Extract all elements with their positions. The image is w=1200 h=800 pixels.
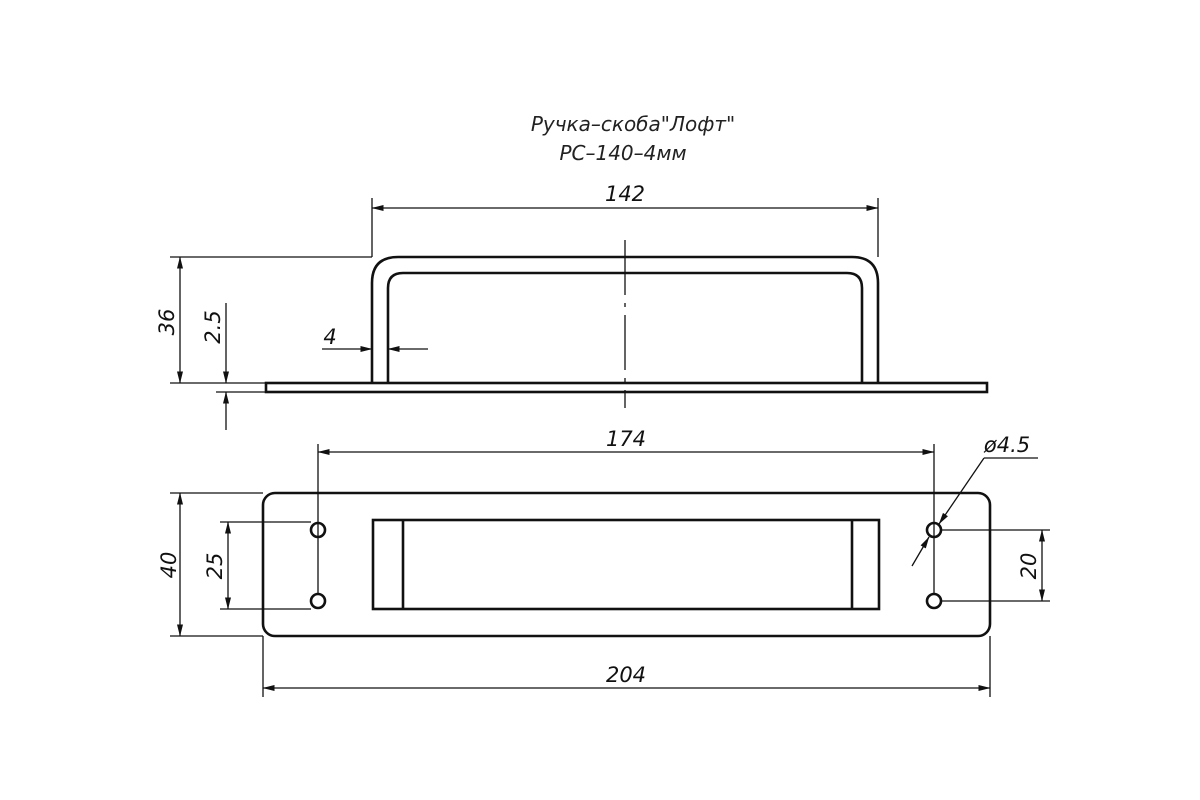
dim-2-5-label: 2.5 xyxy=(201,310,225,343)
mount-hole-bottom-left xyxy=(309,592,327,610)
handle-slot-outline xyxy=(371,518,881,611)
dim-20-label: 20 xyxy=(1017,553,1041,580)
side-view: 142 36 2.5 4 xyxy=(155,182,989,430)
top-base-plate xyxy=(261,491,992,638)
dim-204-label: 204 xyxy=(606,663,646,687)
mount-hole-bottom-right xyxy=(925,592,943,610)
dim-25-label: 25 xyxy=(203,553,227,580)
dim-hole-dia-leader xyxy=(938,457,985,525)
dim-174-label: 174 xyxy=(606,427,646,451)
top-view: 174 ø4.5 40 25 20 204 xyxy=(157,427,1050,697)
drawing-title-line1: Ручка–скоба"Лофт" xyxy=(531,112,735,136)
dim-hole-dia-label: ø4.5 xyxy=(983,433,1030,457)
drawing-title-line2: РС–140–4мм xyxy=(559,141,686,165)
dim-40-label: 40 xyxy=(157,552,181,579)
dim-4-label: 4 xyxy=(323,325,336,349)
dim-36-label: 36 xyxy=(155,309,179,336)
dim-142-label: 142 xyxy=(605,182,645,206)
dim-hole-dia-leader-tail xyxy=(911,536,930,567)
side-base-plate xyxy=(264,381,989,394)
